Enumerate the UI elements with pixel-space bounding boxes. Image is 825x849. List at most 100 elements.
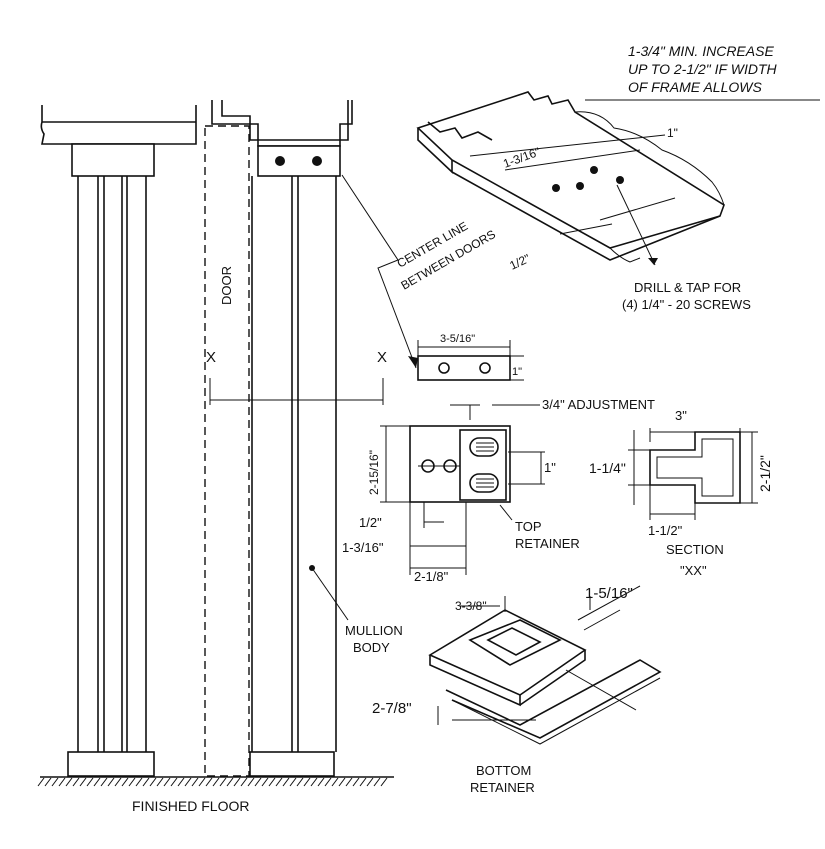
floor-hatch (163, 777, 171, 787)
floor-hatch (317, 777, 325, 787)
bottom-retainer-label: RETAINER (470, 780, 535, 795)
floor-hatch (170, 777, 178, 787)
floor-hatch (58, 777, 66, 787)
floor-hatch (128, 777, 136, 787)
mullion-body-label: BODY (353, 640, 390, 655)
dim-label: 1-1/4" (589, 460, 626, 476)
top-retainer-label: RETAINER (515, 536, 580, 551)
floor-hatch (261, 777, 269, 787)
dim-label: 1-5/16" (585, 585, 633, 602)
door-outline (204, 125, 250, 777)
floor-hatch (149, 777, 157, 787)
floor-hatch (289, 777, 297, 787)
floor-hatch (37, 777, 45, 787)
floor-hatch (226, 777, 234, 787)
floor-hatch (380, 777, 388, 787)
floor-hatch (331, 777, 339, 787)
floor-hatch (359, 777, 367, 787)
floor-hatch (233, 777, 241, 787)
dim-label: 1-3/16" (342, 540, 384, 555)
detail-leader (341, 174, 417, 369)
floor-hatch (345, 777, 353, 787)
screw-icon (312, 156, 322, 166)
floor-hatch (44, 777, 52, 787)
floor-hatch (100, 777, 108, 787)
floor-hatch (142, 777, 150, 787)
dim-label: 1-1/2" (648, 523, 683, 538)
section-xx (628, 428, 758, 520)
left-mullion (40, 105, 197, 777)
floor-hatch (198, 777, 206, 787)
finished-floor-label: FINISHED FLOOR (132, 798, 249, 814)
frame-note-line-1: 1-3/4" MIN. INCREASE (628, 43, 774, 59)
floor-hatch (86, 777, 94, 787)
section-label: SECTION (666, 542, 724, 557)
bottom-retainer-label: BOTTOM (476, 763, 531, 778)
floor-hatch (352, 777, 360, 787)
mullion-body-label: MULLION (345, 623, 403, 638)
frame-note-line-2: UP TO 2-1/2" IF WIDTH (628, 61, 778, 77)
floor-hatch (156, 777, 164, 787)
dim-label: 1" (667, 126, 678, 140)
floor-hatch (205, 777, 213, 787)
bottom-retainer-detail (428, 585, 662, 745)
floor-hatch (247, 777, 255, 787)
top-retainer-block (257, 145, 341, 177)
floor-hatch (114, 777, 122, 787)
dim-label: 2-7/8" (372, 700, 412, 717)
drill-note-line-2: (4) 1/4" - 20 SCREWS (622, 297, 751, 312)
floor-hatch (373, 777, 381, 787)
door-label: DOOR (219, 266, 234, 305)
section-label: "XX" (680, 563, 707, 578)
dim-label: 2-1/8" (414, 569, 449, 584)
dim-label: 1" (512, 366, 522, 378)
dim-label: 3-3/8" (455, 599, 487, 613)
floor-hatch (107, 777, 115, 787)
dim-label: 1-3/16" (501, 145, 542, 171)
floor-hatch (282, 777, 290, 787)
dim-label: 2-15/16" (367, 450, 381, 495)
section-mark-x: X (206, 349, 216, 366)
floor-hatch (65, 777, 73, 787)
floor-line (37, 776, 394, 787)
floor-hatch (79, 777, 87, 787)
floor-hatch (324, 777, 332, 787)
floor-hatch (177, 777, 185, 787)
dim-label: 3" (675, 408, 687, 423)
floor-hatch (93, 777, 101, 787)
frame-note-line-3: OF FRAME ALLOWS (628, 79, 762, 95)
floor-hatch (275, 777, 283, 787)
floor-hatch (184, 777, 192, 787)
dim-label: 3-5/16" (440, 333, 475, 345)
frame-detail (416, 91, 820, 266)
floor-hatch (135, 777, 143, 787)
top-retainer-label: TOP (515, 519, 542, 534)
floor-hatch (268, 777, 276, 787)
floor-hatch (310, 777, 318, 787)
floor-hatch (212, 777, 220, 787)
floor-hatch (121, 777, 129, 787)
dim-label: 1/2" (507, 251, 532, 273)
adjustment-label: 3/4" ADJUSTMENT (542, 397, 655, 412)
section-cut-line (209, 378, 384, 405)
dim-label: 1/2" (359, 515, 382, 530)
floor-hatch (72, 777, 80, 787)
floor-hatch (51, 777, 59, 787)
top-retainer-detail (380, 340, 545, 575)
floor-hatch (303, 777, 311, 787)
floor-hatch (191, 777, 199, 787)
center-mullion (204, 100, 353, 777)
floor-hatch (338, 777, 346, 787)
floor-hatch (296, 777, 304, 787)
floor-hatch (254, 777, 262, 787)
floor-hatch (240, 777, 248, 787)
floor-hatch (219, 777, 227, 787)
screw-icon (275, 156, 285, 166)
section-mark-x: X (377, 349, 387, 366)
dim-label: 1" (544, 460, 556, 475)
dim-label: 2-1/2" (757, 455, 773, 492)
floor-hatch (366, 777, 374, 787)
drill-note-line-1: DRILL & TAP FOR (634, 280, 741, 295)
mullion-leader (311, 567, 349, 621)
